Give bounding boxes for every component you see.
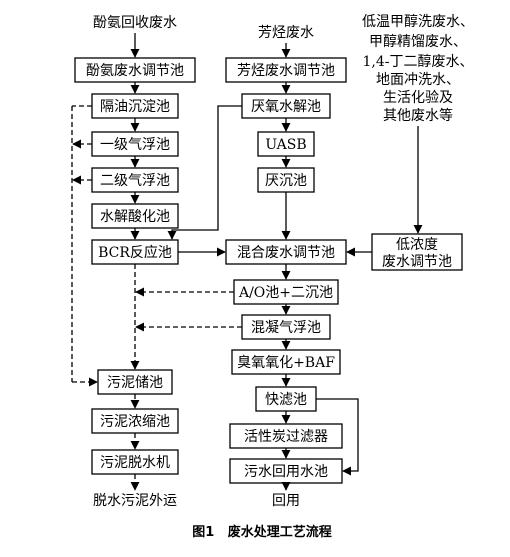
activated-carbon-filter: [229, 423, 343, 449]
source-other-wastewater-line: 甲醇精馏废水、: [369, 33, 467, 50]
anaerobic-hydrolysis-tank: [241, 93, 331, 119]
anaerobic-hydrolysis-label: 厌氧水解池: [251, 99, 321, 115]
sludge-dewatering-label: 污泥脱水机: [100, 455, 170, 471]
phenol-ammonia-equalization-label: 酚氨废水调节池: [86, 63, 184, 79]
ao-secondary-settling-label: A/O池+二沉池: [238, 285, 333, 301]
mixed-equalization-tank: [225, 239, 347, 265]
primary-air-flotation-label: 一级气浮池: [100, 137, 170, 153]
low-concentration-equalization-label: 低浓度: [396, 237, 438, 253]
coagulation-air-flotation-label: 混凝气浮池: [251, 320, 321, 336]
fast-filter-label: 快滤池: [265, 392, 307, 408]
bcr-reactor-tank: [91, 239, 179, 265]
source-other-wastewater-line: 地面冲洗水、: [376, 72, 460, 88]
source-other-wastewater-line: 1,4-丁二醇废水、: [363, 53, 474, 70]
source-phenol-ammonia-wastewater: 酚氨回收废水: [93, 15, 177, 31]
reuse-water-tank: [229, 458, 343, 484]
uasb-label: UASB: [265, 137, 306, 153]
secondary-air-flotation-tank: [91, 167, 179, 193]
reuse-water-tank-label: 污水回用水池: [244, 464, 328, 480]
activated-carbon-filter-label: 活性炭过滤器: [244, 429, 328, 445]
source-aromatic-wastewater: 芳烃废水: [258, 24, 314, 41]
oil-separation-settling-label: 隔油沉淀池: [100, 99, 170, 115]
ozone-baf-unit: [231, 349, 341, 375]
flow-arrow: [316, 398, 359, 476]
figure-caption: 图1 废水处理工艺流程: [192, 524, 332, 540]
reuse-output-label: 回用: [272, 493, 300, 509]
source-other-wastewater-line: 低温甲醇洗废水、: [362, 13, 474, 30]
secondary-air-flotation-label: 二级气浮池: [100, 173, 170, 189]
bcr-reactor-label: BCR反应池: [98, 244, 172, 261]
dewatered-sludge-out-label: 脱水污泥外运: [93, 493, 177, 509]
low-concentration-equalization-tank: [371, 233, 463, 271]
low-concentration-equalization-label: 废水调节池: [382, 254, 452, 270]
sludge-thickening-tank: [91, 408, 179, 434]
uasb-reactor: [257, 131, 315, 157]
aromatic-equalization-tank: [225, 57, 347, 83]
source-other-wastewater-line: 其他废水等: [383, 107, 453, 124]
ozone-baf-label: 臭氧氧化+BAF: [237, 355, 335, 371]
sludge-storage-label: 污泥储池: [107, 375, 163, 391]
hydrolysis-acidification-label: 水解酸化池: [100, 209, 170, 225]
source-other-wastewater-line: 生活化验及: [383, 90, 453, 106]
flow-arrow: [167, 105, 242, 240]
aromatic-equalization-label: 芳烃废水调节池: [237, 62, 335, 79]
mixed-equalization-label: 混合废水调节池: [237, 245, 335, 261]
sludge-thickening-label: 污泥浓缩池: [100, 414, 170, 430]
phenol-ammonia-equalization-tank: [74, 57, 196, 83]
anaerobic-settling-label: 厌沉池: [265, 173, 307, 189]
